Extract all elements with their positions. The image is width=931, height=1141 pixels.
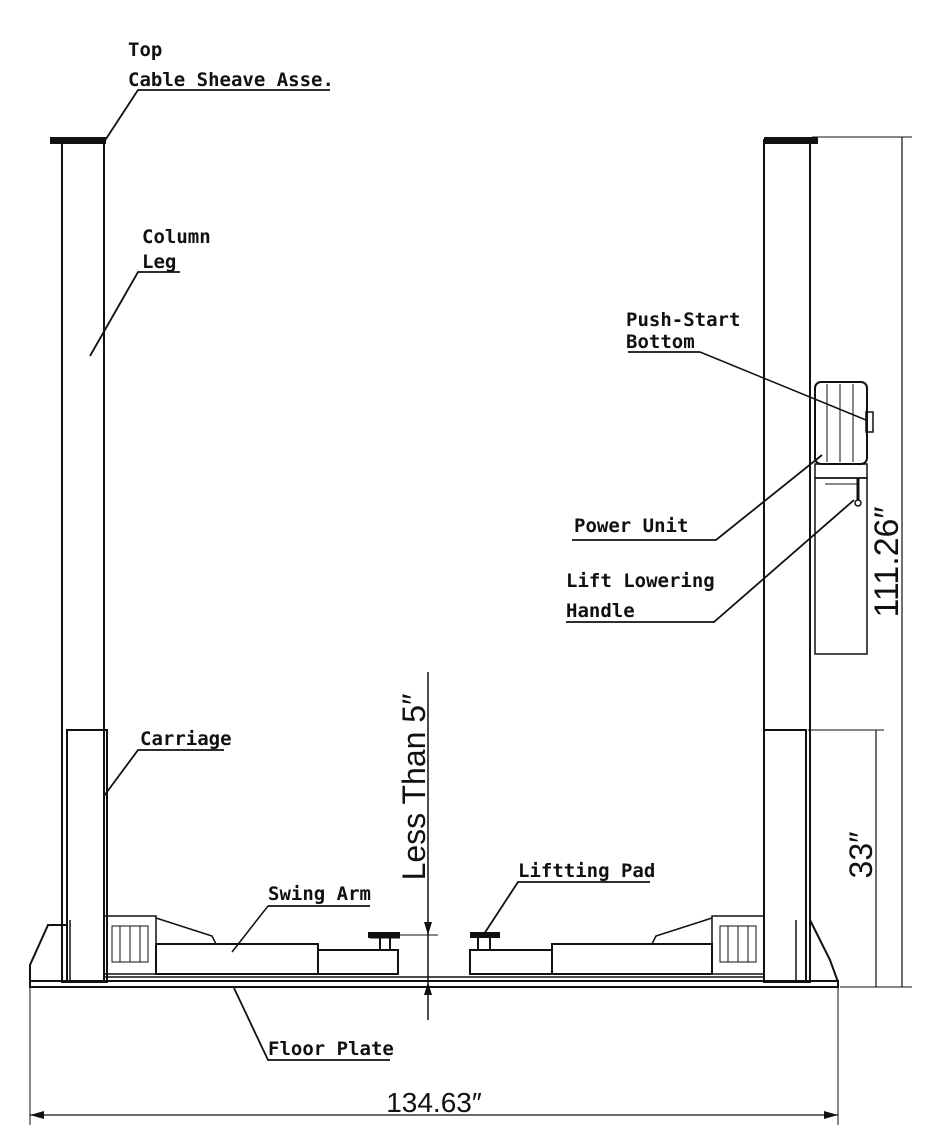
left-base-gusset [29,924,66,982]
power-unit-tank [814,477,868,655]
label-column-1: Column [142,226,211,248]
right-column [763,137,818,983]
label-lifting-pad: Liftting Pad [518,860,655,882]
label-push-start-1: Push-Start [626,309,740,331]
right-base-gusset [809,919,839,983]
label-lift-lowering-1: Lift Lowering [566,570,715,592]
label-lift-lowering-2: Handle [566,600,635,622]
right-lifting-pad [470,932,500,950]
dimension-total-height: 111.26″ [868,507,906,618]
left-carriage [66,729,108,983]
left-column [50,137,106,983]
label-power-unit: Power Unit [574,515,688,537]
left-swing-arm [155,943,399,975]
left-lifting-pad [368,932,400,950]
label-top-cable-sheave-2: Cable Sheave Asse. [128,69,334,91]
lowering-handle [854,478,862,507]
power-unit [814,381,874,479]
right-carriage [763,729,807,983]
label-floor-plate: Floor Plate [268,1038,394,1060]
label-top-cable-sheave-1: Top [128,39,162,61]
clearance-dimension [400,672,438,1020]
label-column-2: Leg [142,251,176,273]
dimension-carriage-height: 33″ [843,832,879,879]
carriage-height-dimension [808,729,884,987]
leader-lines [89,89,867,1061]
width-dimension [29,987,839,1125]
dimension-clearance: Less Than 5″ [396,694,432,881]
label-carriage: Carriage [140,728,232,750]
label-push-start-2: Bottom [626,331,695,353]
label-swing-arm: Swing Arm [268,883,371,905]
right-swing-arm [469,943,713,975]
floor-plate [29,976,839,988]
dimension-total-width: 134.63″ [386,1087,482,1118]
right-arm-bracket [651,915,765,975]
